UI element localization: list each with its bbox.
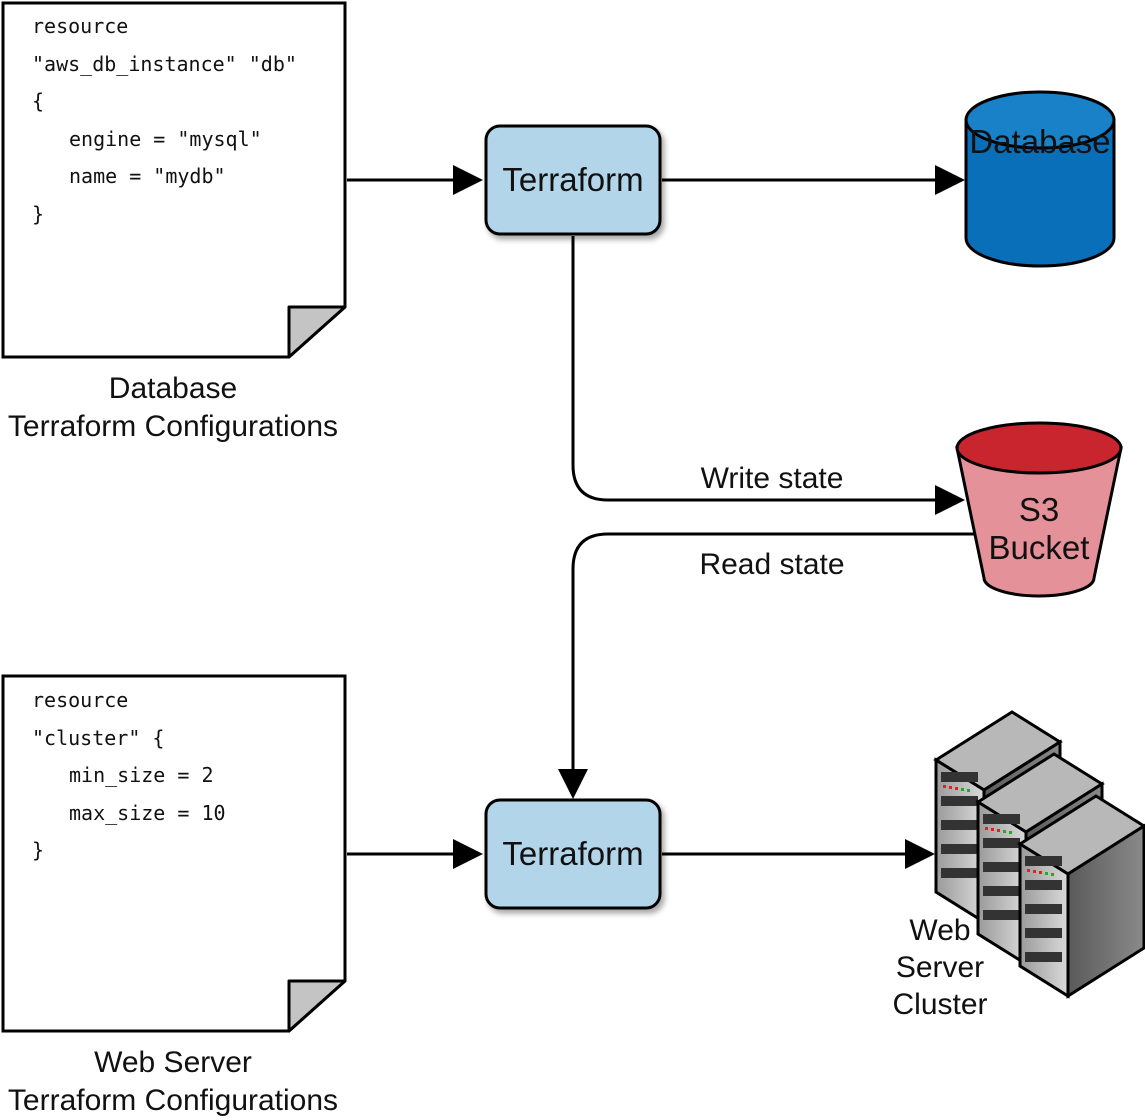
database-label: Database [969,123,1110,160]
cluster-label: Web [909,914,970,947]
arrow-read-state [558,532,975,799]
database-cylinder-icon: Database [964,90,1116,268]
terraform-label: Terraform [502,835,643,872]
code-line: resource [32,14,128,38]
terraform-box-top: Terraform [484,124,662,236]
code-line: min_size = 2 [69,763,214,787]
code-line: "aws_db_instance" "db" [32,52,297,76]
web-config-caption: Web Server [94,1046,252,1079]
server-icon [1017,794,1145,999]
server-cluster-icon [933,710,1145,999]
code-line: } [32,202,44,226]
cluster-label: Server [896,951,984,984]
code-line: } [32,838,44,862]
db-config-caption: Terraform Configurations [8,410,338,443]
web-config-document: resource "cluster" { min_size = 2 max_si… [1,674,347,1033]
code-line: name = "mydb" [69,164,226,188]
code-line: { [32,89,44,113]
db-config-caption: Database [109,372,237,405]
code-line: "cluster" { [32,726,164,750]
arrow-write-state [571,236,965,515]
terraform-label: Terraform [502,161,643,198]
cluster-label: Cluster [892,988,987,1021]
s3-label: S3 [1019,491,1059,528]
db-config-document: resource "aws_db_instance" "db" { engine… [1,1,347,359]
s3-bucket-icon: S3 Bucket [955,421,1123,598]
code-line: max_size = 10 [69,801,226,825]
s3-label: Bucket [989,529,1090,566]
terraform-box-bottom: Terraform [484,798,662,910]
web-config-caption: Terraform Configurations [8,1084,338,1117]
code-line: resource [32,688,128,712]
write-state-label: Write state [701,462,844,495]
doc-fold [287,979,347,1033]
code-line: engine = "mysql" [69,127,262,151]
read-state-label: Read state [699,548,844,581]
doc-fold [287,305,347,359]
